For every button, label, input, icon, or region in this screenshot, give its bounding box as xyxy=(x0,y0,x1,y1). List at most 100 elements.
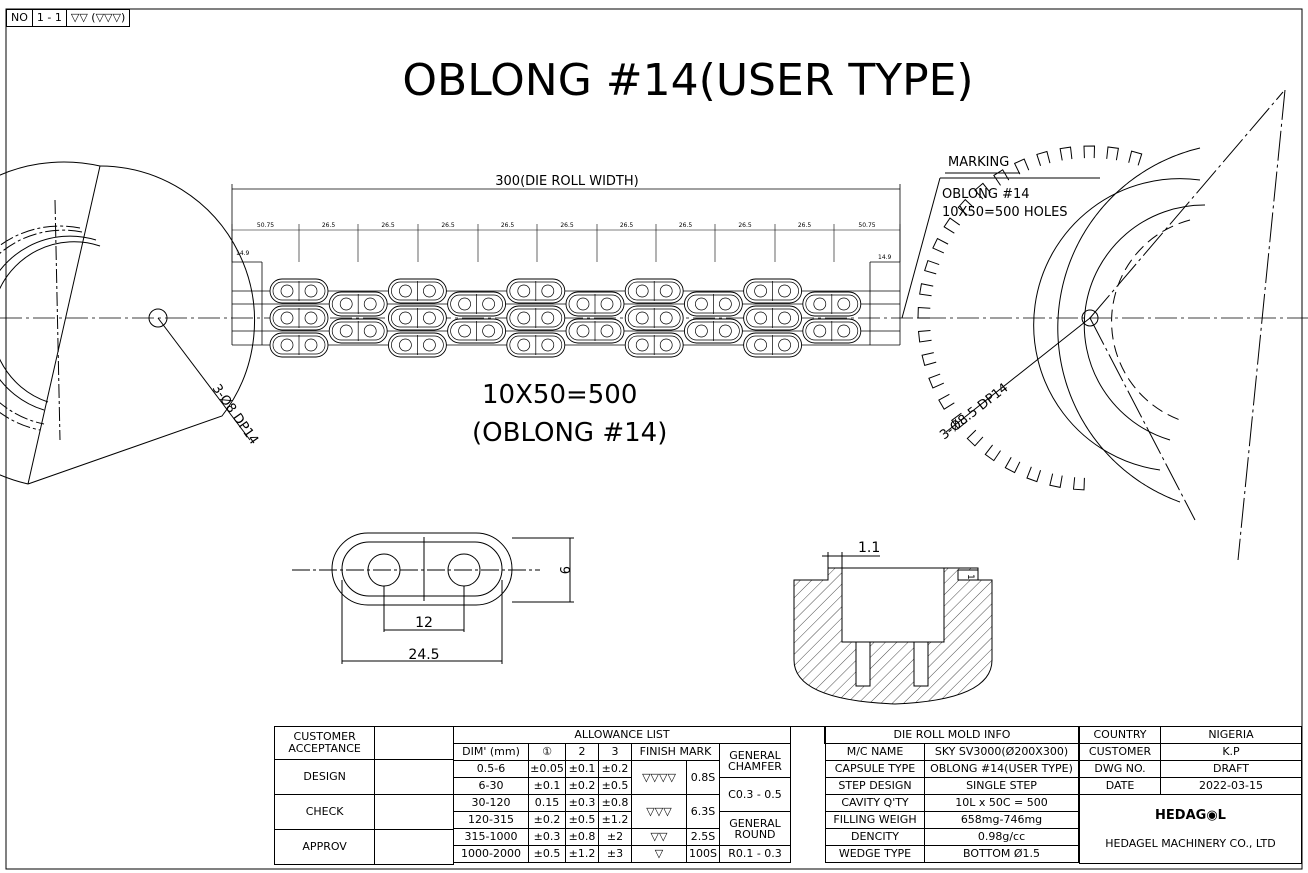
approv-label: APPROV xyxy=(273,829,376,865)
capsule-cavity xyxy=(269,332,329,358)
capsule-cavity xyxy=(328,291,388,317)
mold-info-key: STEP DESIGN xyxy=(825,777,925,795)
project-key: CUSTOMER xyxy=(1079,743,1161,761)
capsule-cavity xyxy=(387,332,447,358)
roll-width-label: 300(DIE ROLL WIDTH) xyxy=(495,174,638,189)
holes-count-line2: (OBLONG #14) xyxy=(472,418,667,448)
roll-tooth xyxy=(917,330,932,343)
capsule-cavity xyxy=(565,291,625,317)
capsule-cavity xyxy=(683,291,743,317)
project-value: DRAFT xyxy=(1160,760,1302,778)
allowance-row-val: ±2 xyxy=(598,828,632,846)
finish-symbol: ▽▽ (▽▽▽) xyxy=(65,9,131,27)
mold-info-title: DIE ROLL MOLD INFO xyxy=(825,726,1079,744)
allowance-row-val: ±0.5 xyxy=(565,811,599,829)
chamfer-value: C0.3 - 0.5 xyxy=(719,777,791,812)
capsule-cavity xyxy=(802,291,862,317)
finish-value-1: 100S xyxy=(686,845,720,863)
allowance-row-val: ±0.2 xyxy=(598,760,632,778)
finish-symbol-1: ▽ xyxy=(631,845,687,863)
capsule-cavity xyxy=(387,305,447,331)
mold-info-value: SKY SV3000(Ø200X300) xyxy=(924,743,1079,761)
allowance-row-dim: 120-315 xyxy=(453,811,529,829)
marking-leader xyxy=(901,172,1100,319)
approv-sign[interactable] xyxy=(374,829,454,865)
roll-tooth xyxy=(1026,466,1042,483)
roll-tooth xyxy=(951,412,968,430)
roll-tooth xyxy=(1128,150,1143,166)
mold-info-value: 658mg-746mg xyxy=(924,811,1079,829)
drawing-title: OBLONG #14(USER TYPE) xyxy=(402,55,973,106)
allowance-row-dim: 1000-2000 xyxy=(453,845,529,863)
roll-tooth xyxy=(1083,145,1096,159)
section-top-dim: 1.1 xyxy=(858,540,880,556)
allowance-header-1: ① xyxy=(528,743,566,761)
allowance-row-val: ±0.3 xyxy=(528,828,566,846)
general-chamfer-label: GENERAL CHAMFER xyxy=(719,743,791,778)
left-roll-view xyxy=(0,161,256,485)
pitch-dim-label: 26.5 xyxy=(620,222,634,229)
capsule-cavity xyxy=(328,318,388,344)
roll-tooth xyxy=(919,283,934,297)
general-round-label: GENERAL ROUND xyxy=(719,811,791,846)
allowance-row-val: ±0.1 xyxy=(565,760,599,778)
allowance-row-val: ±0.8 xyxy=(598,794,632,812)
allowance-row-val: ±0.1 xyxy=(528,777,566,795)
mold-info-value: 10L x 50C = 500 xyxy=(924,794,1079,812)
company-logo: HEDAG◉L xyxy=(1155,808,1226,823)
section-view xyxy=(793,552,993,705)
check-label: CHECK xyxy=(273,794,376,830)
roll-tooth xyxy=(974,182,991,200)
mold-info-value: BOTTOM Ø1.5 xyxy=(924,845,1079,863)
check-sign[interactable] xyxy=(374,794,454,830)
mold-info-value: 0.98g/cc xyxy=(924,828,1079,846)
capsule-cavity xyxy=(269,305,329,331)
mold-info-key: CAVITY Q'TY xyxy=(825,794,925,812)
capsule-cavity xyxy=(506,305,566,331)
finish-symbol-3: ▽▽▽ xyxy=(631,794,687,829)
capsule-cavity xyxy=(624,305,684,331)
roll-tooth xyxy=(1059,146,1073,161)
no-label: NO xyxy=(6,9,33,27)
roll-tooth xyxy=(924,259,940,275)
pitch-dim-label: 50.75 xyxy=(858,222,875,229)
company-name: HEDAGEL MACHINERY CO., LTD xyxy=(1105,837,1276,850)
project-key: DATE xyxy=(1079,777,1161,795)
roll-tooth xyxy=(1013,158,1030,175)
capsule-cavity xyxy=(506,278,566,304)
allowance-row-val: ±0.2 xyxy=(528,811,566,829)
roll-tooth xyxy=(1004,457,1021,474)
capsule-cavity xyxy=(269,278,329,304)
allowance-row-val: ±3 xyxy=(598,845,632,863)
allowance-row-dim: 0.5-6 xyxy=(453,760,529,778)
pitch-dim-label: 26.5 xyxy=(798,222,812,229)
mold-info-key: CAPSULE TYPE xyxy=(825,760,925,778)
project-value: NIGERIA xyxy=(1160,726,1302,744)
sheet-number: 1 - 1 xyxy=(31,9,67,27)
signoff-table: CUSTOMER ACCEPTANCE DESIGN CHECK APPROV xyxy=(273,726,454,865)
roll-teeth xyxy=(917,145,1143,491)
design-sign[interactable] xyxy=(374,759,454,795)
pitch-dim-label: 50.75 xyxy=(257,222,274,229)
roll-tooth xyxy=(917,306,931,319)
mold-info-key: FILLING WEIGH xyxy=(825,811,925,829)
capsule-cavity xyxy=(506,332,566,358)
pitch-dim-label: 26.5 xyxy=(322,222,336,229)
capsule-length-dim: 24.5 xyxy=(408,647,439,663)
roll-width-dimension xyxy=(231,184,901,345)
allowance-row-val: ±0.8 xyxy=(565,828,599,846)
capsule-detail xyxy=(292,532,574,664)
holes-count-line1: 10X50=500 xyxy=(482,380,637,410)
capsule-cavity xyxy=(802,318,862,344)
mold-info-key: WEDGE TYPE xyxy=(825,845,925,863)
allowance-row-val: ±0.2 xyxy=(565,777,599,795)
capsule-cavity xyxy=(447,318,507,344)
customer-acceptance-sign[interactable] xyxy=(374,726,454,760)
allowance-row-val: ±0.3 xyxy=(565,794,599,812)
pitch-dim-label: 26.5 xyxy=(738,222,752,229)
roll-tooth xyxy=(921,352,937,367)
finish-value-2: 2.5S xyxy=(686,828,720,846)
capsule-cavity-grid xyxy=(269,278,862,358)
